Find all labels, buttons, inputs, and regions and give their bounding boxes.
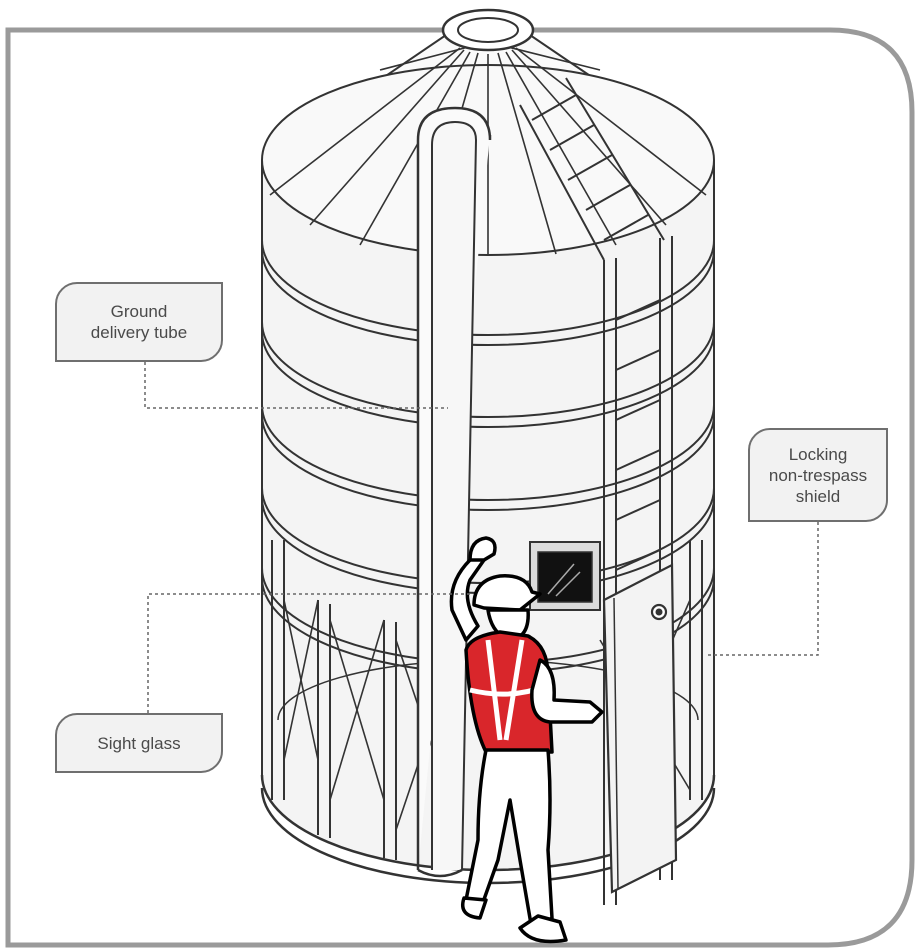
silo-illustration (260, 8, 716, 885)
support-legs (271, 540, 703, 860)
callout-sight-glass: Sight glass (55, 713, 223, 773)
callout-label-line: shield (795, 486, 841, 506)
callout-locking-shield: Locking non-trespass shield (748, 428, 888, 522)
frame-border (5, 27, 915, 948)
ground-delivery-tube (416, 106, 492, 878)
callout-label-line: delivery tube (90, 323, 188, 342)
worker-figure (449, 536, 604, 944)
sight-glass-window (529, 541, 601, 611)
callout-label-line: non-trespass (768, 465, 868, 485)
callout-ground-delivery-tube: Ground delivery tube (55, 282, 223, 362)
callout-label-line: Ground (110, 302, 168, 321)
leader-lines (144, 362, 819, 713)
locking-non-trespass-shield (602, 563, 678, 894)
roof-cap (441, 8, 535, 52)
callout-label-line: Locking (788, 444, 848, 464)
callout-label-line: Sight glass (97, 733, 181, 753)
